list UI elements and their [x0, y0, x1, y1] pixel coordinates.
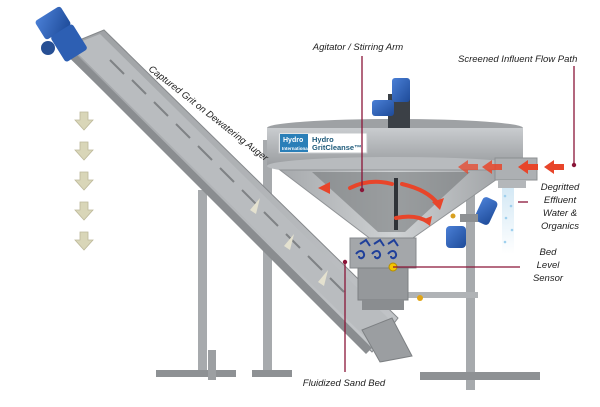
brand-panel: Hydro International Hydro GritCleanse™ — [278, 132, 368, 154]
influent-arrow-1 — [458, 160, 478, 174]
bed-arrow-2 — [373, 238, 385, 247]
influent-arrows — [458, 160, 564, 174]
sand-bed-chamber — [349, 237, 417, 269]
grit-arrow-4 — [74, 201, 94, 221]
grit-arrow-5 — [74, 231, 94, 251]
agitator-motor-top — [392, 78, 410, 102]
lower-hopper — [357, 267, 409, 301]
leader-dots — [342, 162, 577, 265]
influent-arrow-3 — [518, 160, 538, 174]
label-effluent-line-3: Water & — [543, 208, 577, 219]
dewatering-auger — [59, 29, 413, 363]
valve-body — [460, 214, 478, 222]
influent-arrow-2 — [482, 160, 502, 174]
grit-discharge-arrows — [74, 111, 94, 251]
stir-arrow-left — [348, 179, 394, 190]
effluent-stream — [502, 188, 514, 254]
influent-arrow-4 — [544, 160, 564, 174]
water-droplets — [503, 194, 514, 244]
label-sensor-line-2: Level — [537, 260, 561, 271]
agitator-arrowheads — [318, 182, 444, 226]
brand-logo-bottom: International — [282, 146, 309, 151]
agitator-motor — [372, 78, 410, 230]
valve-actuator — [446, 197, 498, 248]
brand-logo-top: Hydro — [283, 137, 303, 144]
leader-lines — [344, 56, 575, 372]
bed-swirl-3 — [387, 250, 398, 260]
label-influent: Screened Influent Flow Path — [458, 54, 577, 65]
grit-arrow-1 — [74, 111, 94, 131]
valve-fitting — [450, 213, 456, 219]
tank-foot-right — [420, 372, 540, 380]
bed-arrow-3 — [387, 238, 399, 247]
sand-bed-swirls — [355, 238, 399, 260]
tank-leg-left — [263, 140, 272, 375]
support-frame — [156, 140, 540, 390]
brand-logo-block — [280, 134, 308, 152]
auger-leg-left — [198, 190, 207, 375]
auger-gearbox — [51, 24, 87, 62]
valve-actuator-lower — [446, 226, 466, 248]
tank-leg-right — [466, 140, 475, 390]
grit-arrow-2 — [74, 141, 94, 161]
grit-arrow-3 — [74, 171, 94, 191]
bed-arrow-1 — [359, 238, 371, 247]
trough-flow-arrows — [250, 198, 328, 286]
auger-flights — [109, 59, 345, 293]
label-effluent-line-2: Effluent — [544, 195, 577, 206]
bed-swirl-1 — [355, 250, 366, 260]
tank-foot-left — [252, 370, 292, 377]
auger-discharge — [361, 317, 413, 363]
water-stream — [502, 188, 514, 254]
auger-motor-body — [35, 6, 71, 40]
auger-leg-strut — [208, 350, 216, 380]
auger-motor — [35, 6, 87, 62]
agitator-shaft — [394, 178, 398, 230]
auger-trough-rim — [68, 52, 372, 354]
valve-actuator-upper — [474, 197, 498, 225]
label-sensor-line-1: Bed — [540, 247, 558, 258]
brand-product-bottom: GritCleanse™ — [312, 143, 362, 152]
brand-product-top: Hydro — [312, 135, 334, 144]
agitator-motor-left — [372, 100, 394, 116]
label-sensor: Bed Level Sensor — [533, 247, 564, 284]
effluent-outlet — [498, 180, 526, 188]
lower-fitting — [417, 295, 423, 301]
label-agitator: Agitator / Stirring Arm — [312, 42, 404, 53]
cross-pipe — [358, 292, 478, 298]
auger-foot — [156, 370, 236, 377]
label-sandbed: Fluidized Sand Bed — [303, 378, 386, 389]
label-effluent: Degritted Effluent Water & Organics — [541, 182, 580, 232]
auger-trough-inner — [70, 34, 388, 340]
label-effluent-line-1: Degritted — [541, 182, 580, 193]
label-effluent-line-4: Organics — [541, 221, 579, 232]
hopper-flange — [362, 300, 404, 310]
auger-motor-hub — [41, 41, 55, 55]
label-sensor-line-3: Sensor — [533, 273, 564, 284]
bed-swirl-2 — [371, 250, 382, 260]
